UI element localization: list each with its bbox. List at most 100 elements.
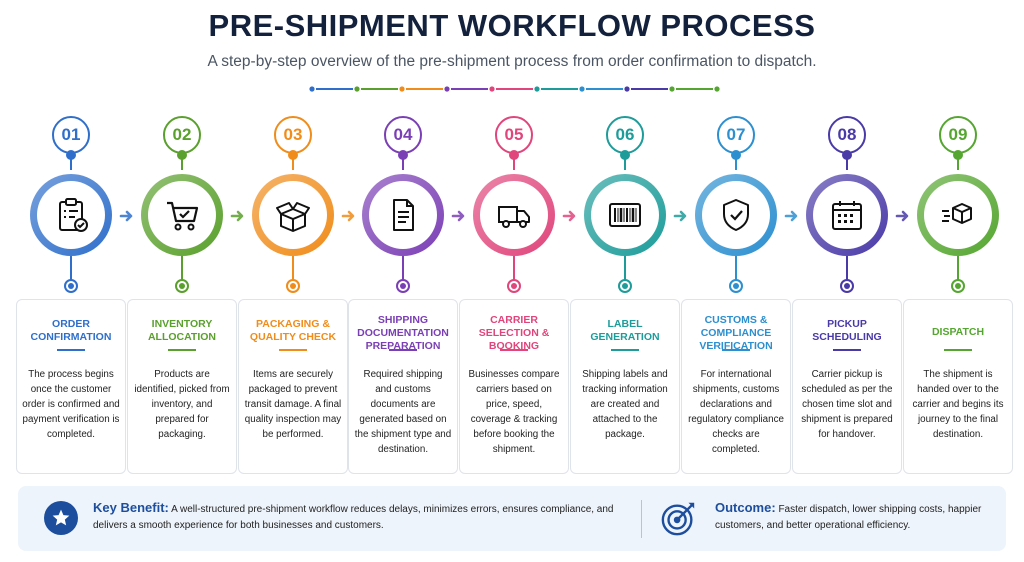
key-benefit-label: Key Benefit: xyxy=(93,500,169,515)
arrow-right-icon xyxy=(673,208,689,224)
open-box-icon xyxy=(276,202,310,232)
title-underline xyxy=(722,349,750,351)
step-number: 01 xyxy=(52,116,90,154)
step-number: 06 xyxy=(606,116,644,154)
summary-banner: Key Benefit: A well-structured pre-shipm… xyxy=(18,486,1006,551)
connector-dot xyxy=(398,150,408,160)
arrow-right-icon xyxy=(895,208,911,224)
connector-node xyxy=(729,279,743,293)
shield-check-icon xyxy=(723,199,749,231)
step-icon-ring xyxy=(806,174,888,256)
step-number: 05 xyxy=(495,116,533,154)
connector-line xyxy=(513,256,515,280)
clipboard-check-icon xyxy=(59,198,88,232)
arrow-right-icon xyxy=(341,208,357,224)
key-benefit-text: Key Benefit: A well-structured pre-shipm… xyxy=(93,500,628,534)
shopping-cart-icon xyxy=(167,201,199,231)
step-description: Businesses compare carriers based on pri… xyxy=(468,369,560,455)
arrow-right-icon xyxy=(119,208,135,224)
connector-line xyxy=(70,154,72,170)
outcome-body: Faster dispatch, lower shipping costs, h… xyxy=(715,504,982,531)
step-number: 08 xyxy=(828,116,866,154)
arrow-right-icon xyxy=(451,208,467,224)
step-description: Shipping labels and tracking information… xyxy=(582,369,668,440)
workflow-step: 09 DISPATCH The shipment is handed over … xyxy=(903,114,1013,474)
connector-line xyxy=(181,256,183,280)
step-title: DISPATCH xyxy=(931,326,985,338)
step-title: PACKAGING &QUALITY CHECK xyxy=(249,318,337,343)
step-card: PACKAGING &QUALITY CHECK Items are secur… xyxy=(238,299,348,474)
calendar-icon xyxy=(832,201,862,230)
connector-line xyxy=(402,154,404,170)
step-number: 04 xyxy=(384,116,422,154)
connector-dot xyxy=(731,150,741,160)
connector-dot xyxy=(620,150,630,160)
connector-dot xyxy=(177,150,187,160)
step-icon-ring xyxy=(584,174,666,256)
step-number: 09 xyxy=(939,116,977,154)
connector-line xyxy=(624,154,626,170)
outcome-text: Outcome: Faster dispatch, lower shipping… xyxy=(715,500,990,534)
connector-dot xyxy=(66,150,76,160)
step-description: Products are identified, picked from inv… xyxy=(134,369,230,440)
step-description: For international shipments, customs dec… xyxy=(688,369,784,455)
connector-dot xyxy=(509,150,519,160)
document-icon xyxy=(393,199,414,231)
title-underline xyxy=(389,349,417,351)
connector-node xyxy=(175,279,189,293)
title-underline xyxy=(279,349,307,351)
decorative-dot-line xyxy=(309,86,720,92)
step-number: 02 xyxy=(163,116,201,154)
fast-box-icon xyxy=(942,203,972,224)
step-icon-ring xyxy=(30,174,112,256)
connector-node xyxy=(396,279,410,293)
connector-line xyxy=(292,256,294,280)
page-title: PRE-SHIPMENT WORKFLOW PROCESS xyxy=(208,8,816,43)
outcome-label: Outcome: xyxy=(715,500,776,515)
target-icon xyxy=(661,502,695,536)
key-benefit-body: A well-structured pre-shipment workflow … xyxy=(93,504,614,531)
connector-line xyxy=(957,154,959,170)
star-icon xyxy=(44,501,78,535)
step-card: DISPATCH The shipment is handed over to … xyxy=(903,299,1013,474)
step-description: The process begins once the customer ord… xyxy=(22,369,120,440)
step-description: Required shipping and customs documents … xyxy=(354,369,452,455)
connector-line xyxy=(624,256,626,280)
step-icon-ring xyxy=(695,174,777,256)
step-icon-ring xyxy=(473,174,555,256)
connector-line xyxy=(292,154,294,170)
page-subtitle: A step-by-step overview of the pre-shipm… xyxy=(207,53,817,70)
barcode-icon xyxy=(609,203,641,227)
title-underline xyxy=(944,349,972,351)
step-number: 07 xyxy=(717,116,755,154)
step-icon-ring xyxy=(362,174,444,256)
connector-node xyxy=(507,279,521,293)
truck-icon xyxy=(498,206,530,228)
title-underline xyxy=(57,349,85,351)
connector-node xyxy=(286,279,300,293)
banner-divider xyxy=(641,500,642,538)
arrow-right-icon xyxy=(230,208,246,224)
connector-node xyxy=(951,279,965,293)
connector-line xyxy=(513,154,515,170)
connector-line xyxy=(846,154,848,170)
